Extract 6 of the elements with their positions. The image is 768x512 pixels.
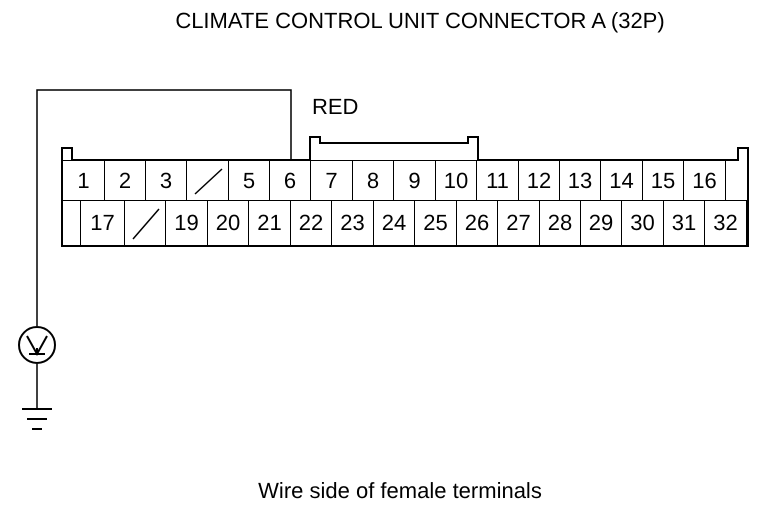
diagram-title: CLIMATE CONTROL UNIT CONNECTOR A (32P) bbox=[175, 8, 665, 34]
wire-color-label: RED bbox=[312, 94, 358, 120]
diagram-caption: Wire side of female terminals bbox=[258, 478, 542, 504]
voltmeter-symbol bbox=[18, 326, 56, 364]
wire bbox=[36, 364, 38, 409]
wire bbox=[36, 89, 292, 326]
